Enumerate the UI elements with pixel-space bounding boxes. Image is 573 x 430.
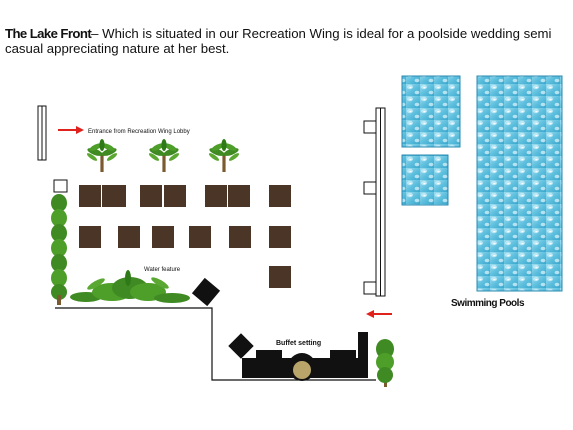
water-feature-plants <box>70 270 190 303</box>
left-pillar <box>37 105 47 161</box>
walkway <box>55 307 376 381</box>
arrow-right-icon <box>58 126 84 134</box>
entrance-label: Entrance from Recreation Wing Lobby <box>88 129 190 135</box>
header-title: The Lake Front <box>5 26 92 41</box>
table <box>118 226 140 248</box>
pool-small-bottom <box>401 154 449 206</box>
header-description: – Which is situated in our Recreation Wi… <box>5 26 552 56</box>
table <box>79 226 101 248</box>
palm-tree-icon <box>85 139 119 172</box>
tables <box>79 185 291 288</box>
buffet-station <box>228 333 254 359</box>
water-feature-label: Water feature <box>144 267 181 273</box>
table <box>102 185 126 207</box>
buffet-label: Buffet setting <box>276 340 321 347</box>
right-pillar <box>363 107 386 297</box>
arrow-left-icon <box>366 310 392 318</box>
table <box>228 185 250 207</box>
palm-tree-icon <box>376 339 394 387</box>
table <box>205 185 227 207</box>
hedge <box>51 194 67 305</box>
buffet-setting <box>228 332 368 381</box>
table <box>229 226 251 248</box>
table <box>79 185 101 207</box>
pool-icon <box>401 75 563 292</box>
palm-tree-icon <box>147 139 181 172</box>
table <box>164 185 186 207</box>
table <box>140 185 162 207</box>
entry-post <box>53 179 68 193</box>
table <box>269 185 291 207</box>
table <box>269 266 291 288</box>
angled-block <box>191 277 221 307</box>
table <box>152 226 174 248</box>
table <box>189 226 211 248</box>
header: The Lake Front– Which is situated in our… <box>5 26 567 56</box>
buffet-dish <box>293 361 311 379</box>
pool-large <box>476 75 563 292</box>
palm-tree-icon <box>207 139 241 172</box>
pool-small-top <box>401 75 461 148</box>
pools-label: Swimming Pools <box>451 298 525 309</box>
table <box>269 226 291 248</box>
